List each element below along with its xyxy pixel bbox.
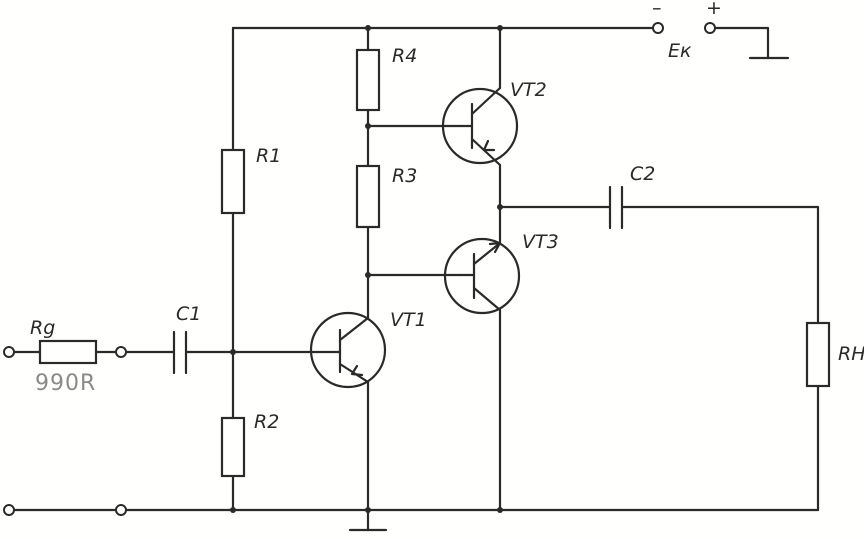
- c2-right-wire: [620, 205, 820, 325]
- input-terminal: [3, 346, 15, 358]
- resistor-rg: [38, 339, 98, 365]
- transistor-vt2: [441, 86, 519, 167]
- input-ground-terminal: [3, 504, 15, 516]
- capacitor-c2: [608, 185, 624, 230]
- resistor-r3: [355, 164, 381, 229]
- label-r3: R3: [392, 165, 417, 187]
- label-rn: RH: [838, 343, 864, 365]
- label-c2: C2: [630, 163, 655, 185]
- label-rg: Rg: [30, 317, 55, 339]
- supply-plus-wire: [714, 26, 770, 60]
- label-r1: R1: [256, 145, 281, 167]
- supply-minus-terminal: [652, 22, 664, 34]
- label-rg-value: 990R: [35, 371, 96, 396]
- resistor-r1: [220, 148, 246, 215]
- ground-terminal: [115, 504, 127, 516]
- label-vt1: VT1: [390, 309, 427, 331]
- label-r2: R2: [254, 411, 279, 433]
- transistor-vt3: [443, 237, 521, 315]
- label-vt3: VT3: [522, 231, 559, 253]
- label-plus: +: [706, 0, 722, 19]
- capacitor-c1: [172, 330, 188, 375]
- resistor-rn: [805, 321, 831, 388]
- junction-dots: [230, 25, 503, 513]
- label-vt2: VT2: [510, 79, 547, 101]
- label-ek: Eк: [668, 40, 692, 62]
- label-r4: R4: [392, 45, 417, 67]
- rg-terminal: [115, 346, 127, 358]
- label-minus: –: [652, 0, 662, 19]
- label-c1: C1: [176, 303, 201, 325]
- supply-plus-terminal: [704, 22, 716, 34]
- resistor-r2: [220, 416, 246, 478]
- wires: [12, 26, 820, 532]
- resistor-r4: [355, 48, 381, 112]
- transistor-vt1: [309, 311, 387, 389]
